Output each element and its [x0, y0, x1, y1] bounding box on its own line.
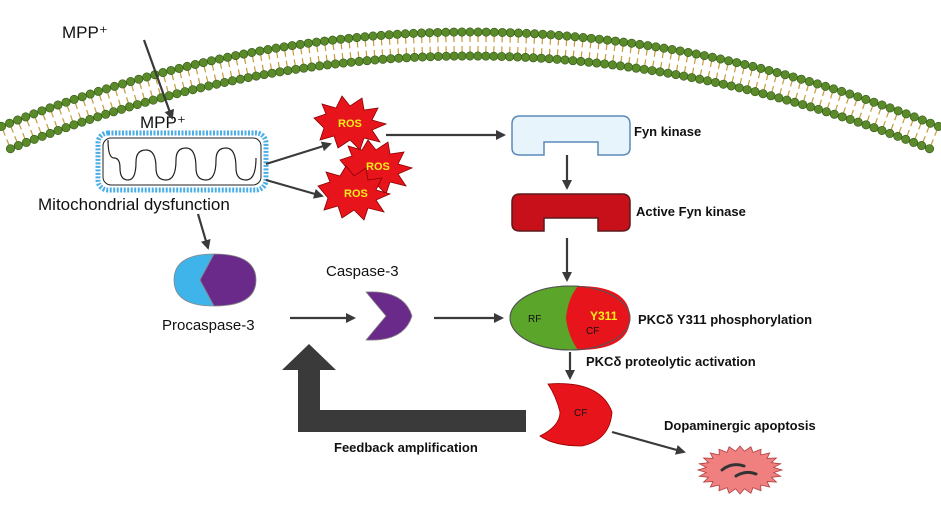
arrow-mito-to-ros3: [265, 178, 324, 199]
fyn-kinase-label: Fyn kinase: [634, 124, 701, 139]
rf-label: RF: [528, 314, 541, 325]
cf-fragment-label: CF: [574, 408, 587, 419]
arrow-mito-to-ros1: [265, 141, 332, 166]
feedback-amplification-label: Feedback amplification: [334, 440, 478, 455]
pkc-phosphorylation-label: PKCδ Y311 phosphorylation: [638, 312, 812, 327]
feedback-amplification-arrow: [282, 344, 526, 432]
caspase-3-shape: [365, 291, 413, 341]
procaspase-3-label: Procaspase-3: [162, 317, 255, 334]
apoptotic-cell-icon: [696, 445, 784, 495]
catalytic-fragment-shape: [539, 383, 613, 447]
active-fyn-kinase-label: Active Fyn kinase: [636, 204, 746, 219]
svg-text:ROS: ROS: [344, 188, 368, 200]
cell-membrane: [0, 27, 941, 154]
pathway-arrows: [142, 39, 686, 455]
mpp-inside-label: MPP⁺: [140, 113, 186, 132]
dopaminergic-apoptosis-label: Dopaminergic apoptosis: [664, 418, 816, 433]
ros-starburst-icon: ROS: [313, 95, 388, 151]
arrow-mito-to-procaspase: [196, 213, 211, 250]
mitochondrion-icon: [95, 130, 269, 193]
svg-text:ROS: ROS: [338, 118, 362, 130]
y311-label: Y311: [590, 309, 618, 323]
arrow-cf-to-apoptosis: [611, 430, 686, 455]
active-fyn-kinase-shape: [511, 193, 631, 232]
svg-text:ROS: ROS: [366, 161, 390, 173]
pkc-proteolytic-label: PKCδ proteolytic activation: [586, 354, 756, 369]
caspase-3-label: Caspase-3: [326, 263, 399, 280]
fyn-kinase-shape: [511, 115, 631, 156]
ros-burst-3: [317, 165, 392, 221]
ros-starburst-icon: ROS: [317, 165, 392, 221]
pkc-delta-shape: [509, 285, 631, 351]
mpp-outside-label: MPP⁺: [62, 23, 108, 42]
cf-label: CF: [586, 326, 599, 337]
procaspase-3-shape: [173, 253, 257, 307]
mitochondrial-dysfunction-label: Mitochondrial dysfunction: [38, 195, 230, 214]
ros-burst-1: [313, 95, 388, 151]
arrow-mpp-entry: [142, 39, 175, 120]
